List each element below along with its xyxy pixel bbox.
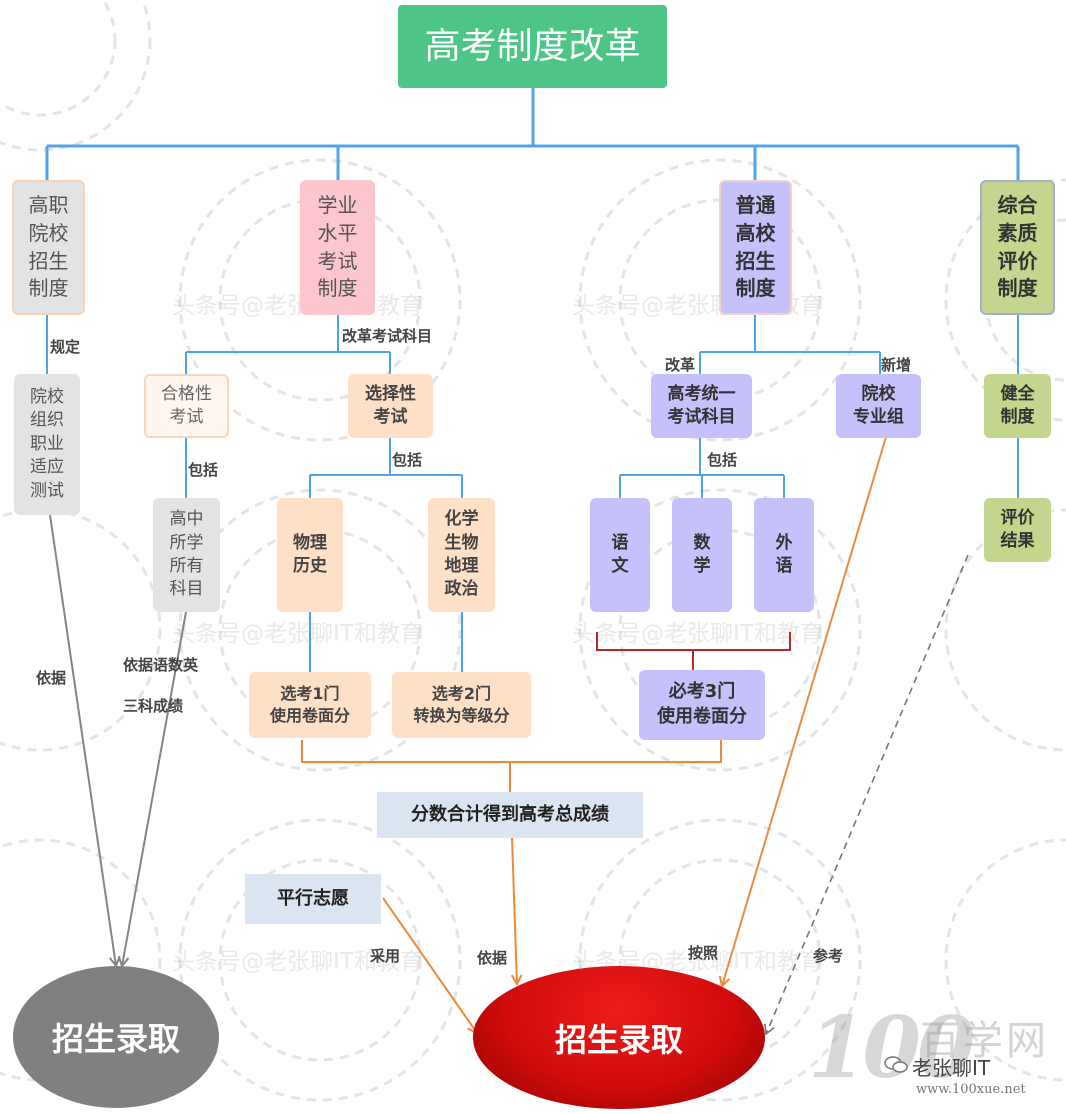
- basis-label-center: 依据: [477, 949, 508, 967]
- adaptation-test-node: 院校 组织 职业 适应 测试: [14, 374, 80, 515]
- total-score-node: 分数合计得到高考总成绩: [377, 792, 643, 838]
- required-three-node: 必考3门 使用卷面分: [639, 670, 765, 740]
- selective-exam-node: 选择性 考试: [348, 374, 433, 438]
- choose-two-node: 选考2门 转换为等级分: [392, 672, 531, 738]
- watermark-text: 头条号@老张聊IT和教育: [572, 621, 823, 647]
- vocational-admission-node: 高职 院校 招生 制度: [12, 180, 85, 315]
- include-label-selective: 包括: [392, 451, 423, 469]
- physics-history-node: 物理 历史: [277, 498, 343, 612]
- basis-chinese-math-english-label: 依据语数英: [123, 656, 199, 674]
- math-node: 数 学: [672, 498, 732, 612]
- include-label-qualifying: 包括: [188, 461, 219, 479]
- watermark-text: 头条号@老张聊IT和教育: [172, 293, 423, 319]
- three-subject-scores-label: 三科成绩: [123, 697, 184, 715]
- comprehensive-evaluation-node: 综合 素质 评价 制度: [980, 180, 1055, 315]
- admission-left-label: 招生录取: [51, 1020, 180, 1058]
- logo-number: 100: [808, 998, 975, 1097]
- reference-label: 参考: [813, 947, 844, 965]
- chinese-node: 语 文: [590, 498, 650, 612]
- admission-ellipse-left: 招生录取: [13, 966, 219, 1108]
- according-label: 按照: [688, 944, 719, 962]
- include-label-unified: 包括: [707, 451, 738, 469]
- rule-label: 规定: [50, 338, 81, 356]
- watermark-text: 头条号@老张聊IT和教育: [172, 949, 423, 975]
- parallel-volunteer-node: 平行志愿: [245, 874, 381, 924]
- academic-exam-node: 学业 水平 考试 制度: [300, 180, 375, 315]
- evaluation-result-node: 评价 结果: [984, 498, 1051, 562]
- title-node: 高考制度改革: [398, 5, 667, 88]
- foreign-language-node: 外 语: [754, 498, 814, 612]
- site-logo: 100 百学网 老张聊IT www.100xue.net: [808, 996, 1062, 1108]
- logo-cn: 百学网: [920, 1018, 1049, 1064]
- school-major-group-node: 院校 专业组: [836, 374, 921, 438]
- admission-ellipse-right: 招生录取: [473, 966, 765, 1109]
- all-subjects-node: 高中 所学 所有 科目: [153, 498, 220, 612]
- unified-subjects-node: 高考统一 考试科目: [651, 374, 752, 438]
- basis-label-left: 依据: [36, 669, 67, 687]
- watermark-text: 头条号@老张聊IT和教育: [172, 621, 423, 647]
- qualifying-exam-node: 合格性 考试: [144, 374, 229, 438]
- logo-url: www.100xue.net: [916, 1082, 1026, 1097]
- new-label: 新增: [881, 356, 912, 374]
- reform-subjects-label: 改革考试科目: [342, 327, 433, 345]
- choose-one-node: 选考1门 使用卷面分: [249, 672, 371, 738]
- sound-system-node: 健全 制度: [984, 374, 1051, 438]
- chem-bio-geo-pol-node: 化学 生物 地理 政治: [428, 498, 495, 612]
- logo-handle: 老张聊IT: [912, 1056, 991, 1080]
- general-admission-node: 普通 高校 招生 制度: [719, 180, 792, 315]
- wechat-icon: [884, 1056, 908, 1074]
- admission-right-label: 招生录取: [554, 1020, 683, 1059]
- adopt-label: 采用: [370, 947, 401, 965]
- reform-label: 改革: [665, 356, 696, 374]
